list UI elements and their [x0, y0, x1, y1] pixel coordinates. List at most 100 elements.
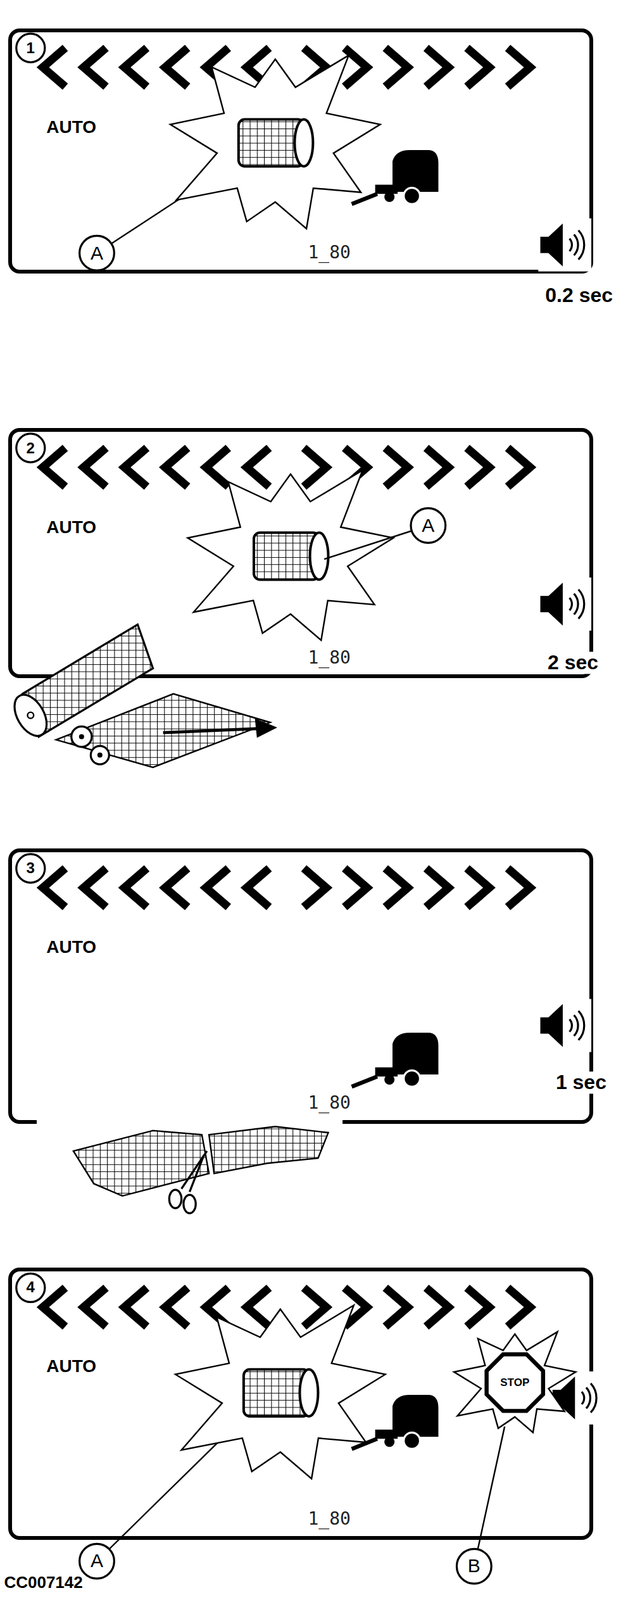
- mode-text: AUTO: [46, 937, 97, 958]
- alert-burst: [175, 1305, 385, 1479]
- chevron-left: [124, 867, 147, 907]
- figure-id: CC007142: [3, 1573, 83, 1592]
- scissor-handle: [183, 1194, 196, 1213]
- alert-burst: [187, 470, 394, 641]
- chevron-right: [507, 447, 530, 487]
- chevron-right: [303, 867, 327, 907]
- chevron-left: [165, 48, 188, 87]
- chevron-right: [507, 867, 530, 907]
- sound-wave: [574, 1014, 578, 1036]
- speaker-cone: [560, 1376, 576, 1420]
- baler-gauge-wheel: [384, 191, 395, 202]
- scissor-blade: [189, 1154, 205, 1192]
- bale-count: 1_80: [307, 1093, 351, 1113]
- callout-circle: [79, 1543, 115, 1579]
- chevron-right: [303, 1287, 327, 1327]
- chevron-left: [165, 1287, 188, 1327]
- bale-count: 1_80: [307, 243, 351, 263]
- stop-octagon: [486, 1354, 544, 1411]
- chevron-left: [165, 867, 188, 907]
- net-cut-left: [73, 1130, 209, 1196]
- callout-letter: B: [467, 1554, 481, 1576]
- baler-body: [392, 150, 439, 192]
- sound-wave: [574, 234, 578, 256]
- callout-number: 1: [26, 39, 35, 57]
- chevron-right: [344, 867, 367, 907]
- sound-wave: [590, 1383, 597, 1413]
- chevron-right: [467, 867, 490, 907]
- beep-duration: 1 sec: [553, 1071, 609, 1094]
- baler-wheel: [403, 1070, 421, 1087]
- chevron-right: [344, 48, 367, 87]
- net-roll-end: [299, 1369, 318, 1417]
- roller-axle: [97, 752, 103, 758]
- callout-circle: [16, 1273, 45, 1302]
- stop-burst: [453, 1331, 576, 1432]
- callout-number: 3: [26, 859, 35, 877]
- callout-circle: [16, 33, 45, 63]
- callout-circle: [410, 508, 446, 544]
- chevron-left: [246, 867, 270, 907]
- callout-letter: A: [421, 514, 435, 536]
- net-roll-end: [310, 532, 329, 580]
- scissor-handle: [169, 1189, 182, 1208]
- mode-text: AUTO: [46, 517, 97, 537]
- callout-number: 4: [26, 1278, 35, 1296]
- leader-line: [474, 1426, 505, 1567]
- chevron-left: [43, 867, 66, 907]
- callout-circle: [16, 433, 45, 463]
- speaker-ground: [538, 998, 592, 1053]
- net-cut-right: [208, 1126, 328, 1174]
- sound-wave: [569, 597, 573, 611]
- roller: [90, 745, 109, 765]
- feed-arrow: [163, 728, 261, 733]
- chevron-left: [165, 447, 188, 487]
- speaker-box: [540, 236, 550, 254]
- sound-wave: [578, 1011, 585, 1041]
- sound-wave: [578, 589, 585, 619]
- chevron-right: [507, 1287, 530, 1327]
- baler-body: [392, 1032, 439, 1075]
- net-roll-end: [294, 119, 313, 167]
- mode-text: AUTO: [46, 1356, 97, 1377]
- baler-pickup: [375, 184, 398, 195]
- bale-count: 1_80: [307, 1509, 351, 1529]
- sound-wave: [569, 1019, 573, 1032]
- speaker-ground: [538, 577, 592, 631]
- baler-gauge-wheel: [384, 1074, 395, 1085]
- sound-wave: [574, 593, 578, 615]
- chevron-right: [385, 48, 408, 87]
- chevron-left: [124, 1287, 147, 1327]
- callout-letter: A: [90, 242, 104, 264]
- speaker-ground: [538, 218, 592, 272]
- beep-duration: 2 sec: [545, 651, 601, 674]
- chevron-right: [467, 447, 490, 487]
- speaker-box: [540, 595, 550, 613]
- display-panel: AUTO 1_80: [8, 848, 594, 1124]
- mode-text: AUTO: [46, 117, 97, 138]
- chevron-left: [246, 447, 270, 487]
- feed-arrowhead: [255, 718, 278, 739]
- chevron-left: [43, 48, 66, 87]
- chevron-left: [83, 867, 106, 907]
- net-roll-end: [7, 689, 54, 742]
- baler-drawbar: [351, 193, 378, 204]
- bale-count: 1_80: [307, 647, 351, 668]
- chevron-right: [426, 447, 449, 487]
- chevron-left: [83, 447, 106, 487]
- baler-drawbar: [351, 1438, 378, 1449]
- chevron-right: [385, 867, 408, 907]
- speaker-cone: [548, 1004, 563, 1048]
- sound-wave: [569, 238, 573, 252]
- roller-axle: [79, 734, 85, 740]
- chevron-left: [205, 867, 228, 907]
- alert-burst: [170, 55, 380, 229]
- chevron-left: [205, 447, 228, 487]
- baler-wheel: [403, 1432, 421, 1450]
- chevron-left: [83, 1287, 106, 1327]
- callout-letter: A: [90, 1549, 104, 1570]
- chevron-left: [124, 48, 147, 87]
- callout-number: 2: [26, 439, 35, 457]
- baler-gauge-wheel: [384, 1436, 395, 1447]
- speaker-box: [540, 1017, 550, 1034]
